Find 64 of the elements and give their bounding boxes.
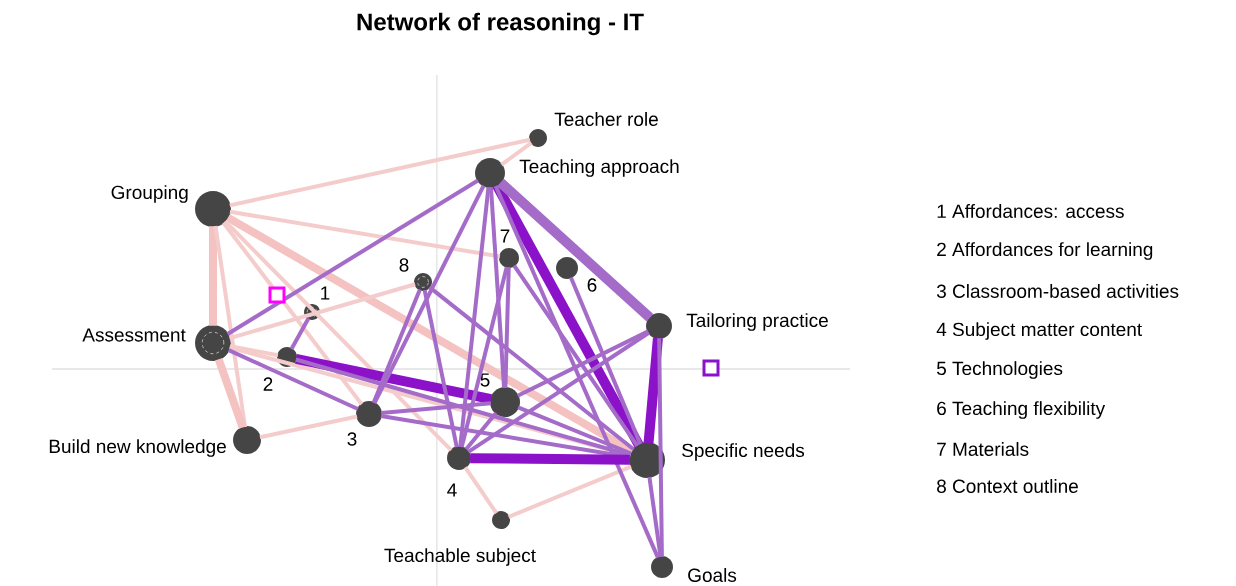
legend-entry: 4 Subject matter content (936, 322, 1142, 340)
connection-line (214, 357, 247, 429)
connection-line (507, 464, 632, 519)
node-label: 8 (399, 258, 409, 272)
legend-entry: 7 Materials (937, 442, 1029, 456)
connection-line (226, 178, 479, 336)
connection-line (459, 266, 509, 448)
connection-line (643, 337, 663, 444)
node-label: 3 (347, 432, 357, 446)
node-label: 5 (480, 373, 490, 387)
connection-line (229, 209, 501, 259)
node-label: 6 (587, 278, 597, 292)
legend-entry: 6 Teaching flexibility (937, 401, 1106, 419)
node-label: 7 (500, 229, 510, 243)
connection-line (371, 288, 422, 404)
connection-line (372, 184, 486, 404)
node-label: 2 (263, 377, 273, 391)
connection-line (569, 276, 643, 445)
connection-line (221, 221, 364, 406)
node-label: Specific needs (682, 443, 805, 461)
connection-line (428, 285, 635, 451)
node-label: Grouping (111, 185, 188, 203)
connection-line (517, 405, 632, 456)
legend-entry: 5 Technologies (936, 361, 1063, 379)
connection-line (259, 414, 358, 440)
node-label: Teaching approach (519, 159, 679, 177)
node-label: Build new knowledge (49, 439, 226, 457)
connection-line (497, 178, 654, 322)
connection-line (458, 186, 491, 448)
connection-line (512, 264, 639, 447)
connection-line (493, 185, 660, 559)
node-label: Teachable subject (384, 548, 536, 566)
connection-line (647, 476, 663, 558)
connection-line (225, 214, 635, 455)
node-label: Goals (688, 568, 737, 582)
connection-line (228, 282, 416, 341)
node-label: Tailoring practice (686, 313, 828, 331)
connection-line (516, 329, 649, 398)
node-label: 1 (321, 286, 330, 300)
connection-line (289, 317, 311, 350)
connection-line (467, 331, 650, 454)
connection-line (223, 219, 453, 452)
legend-entry: 8 Context outline (937, 479, 1078, 493)
legend-entry: 1 Affordances: access (937, 204, 1124, 218)
connection-line (463, 466, 499, 515)
connection-line (503, 267, 511, 388)
connection-line (381, 401, 492, 415)
connection-line (229, 137, 531, 208)
connection-line (470, 453, 630, 465)
connection-line (295, 353, 493, 405)
connection-line (657, 338, 664, 557)
connection-line (213, 225, 248, 428)
connection-line (422, 289, 459, 448)
legend-entry: 2 Affordances for learning (937, 242, 1153, 260)
title: Network of reasoning - IT (357, 12, 644, 36)
connection-line (488, 187, 507, 388)
connection-line (464, 411, 498, 451)
legend-entry: 3 Classroom-based activities (936, 284, 1179, 298)
connection-line (229, 344, 279, 358)
connection-line (227, 348, 359, 411)
connection-line (500, 141, 533, 167)
node-label: Teacher role (554, 112, 658, 126)
node-label: Assessment (82, 328, 186, 342)
node-label: 4 (447, 483, 457, 497)
